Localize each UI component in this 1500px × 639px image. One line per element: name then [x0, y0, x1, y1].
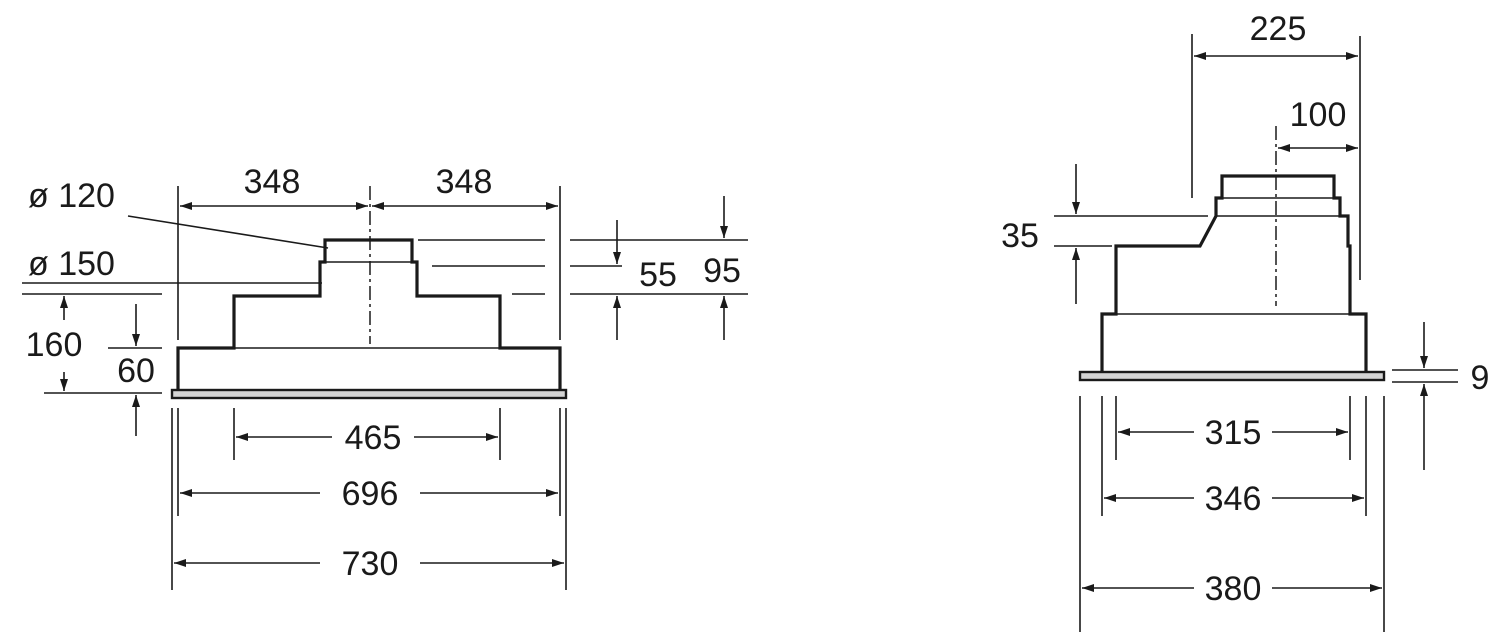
label-35: 35 [1001, 217, 1039, 255]
label-348-right: 348 [436, 163, 493, 201]
label-730: 730 [342, 545, 399, 583]
label-465: 465 [345, 419, 402, 457]
label-315: 315 [1205, 414, 1262, 452]
label-95: 95 [703, 252, 741, 290]
label-225: 225 [1250, 10, 1307, 48]
label-dia-120: ø 120 [28, 177, 115, 215]
front-view: ø 120 ø 150 348 348 55 95 160 60 465 696… [22, 163, 748, 590]
label-696: 696 [342, 475, 399, 513]
label-160: 160 [26, 326, 83, 364]
label-60: 60 [117, 352, 155, 390]
label-348-left: 348 [244, 163, 301, 201]
side-view: 225 100 35 9 315 346 380 [1001, 10, 1489, 632]
side-base-plate [1078, 370, 1386, 382]
label-380: 380 [1205, 570, 1262, 608]
side-housing-outline [1100, 174, 1368, 372]
front-base-plate [170, 388, 568, 400]
dia-120-leader [127, 215, 329, 249]
label-55: 55 [639, 256, 677, 294]
label-dia-150: ø 150 [28, 245, 115, 283]
label-346: 346 [1205, 480, 1262, 518]
label-100: 100 [1290, 96, 1347, 134]
front-housing-outline [176, 238, 562, 390]
label-9: 9 [1471, 359, 1490, 397]
